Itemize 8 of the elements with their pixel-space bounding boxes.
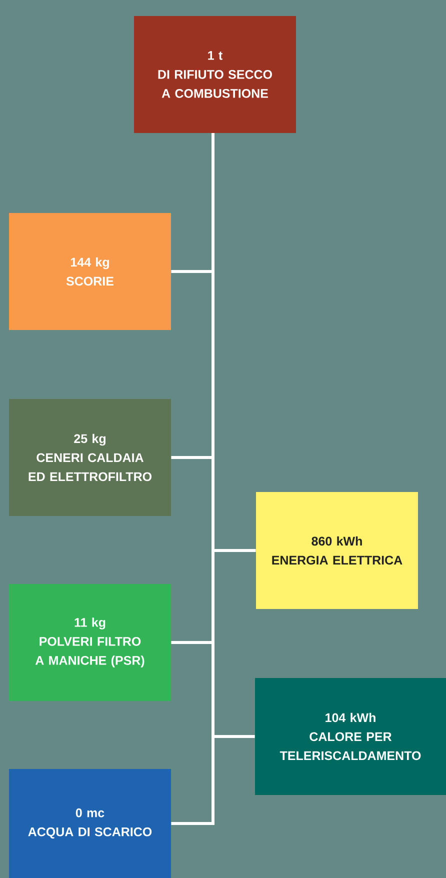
process-box: 860 kWh ENERGIA ELETTRICA	[256, 492, 418, 609]
process-box: 104 kWh CALORE PER TELERISCALDAMENTO	[255, 678, 446, 795]
connector-line	[171, 133, 214, 825]
process-box: 144 kg SCORIE	[9, 213, 171, 330]
process-box: 25 kg CENERI CALDAIA ED ELETTROFILTRO	[9, 399, 171, 516]
process-box: 0 mc ACQUA DI SCARICO	[9, 769, 171, 878]
process-box: 1 t DI RIFIUTO SECCO A COMBUSTIONE	[134, 16, 296, 133]
process-box: 11 kg POLVERI FILTRO A MANICHE (PSR)	[9, 584, 171, 701]
